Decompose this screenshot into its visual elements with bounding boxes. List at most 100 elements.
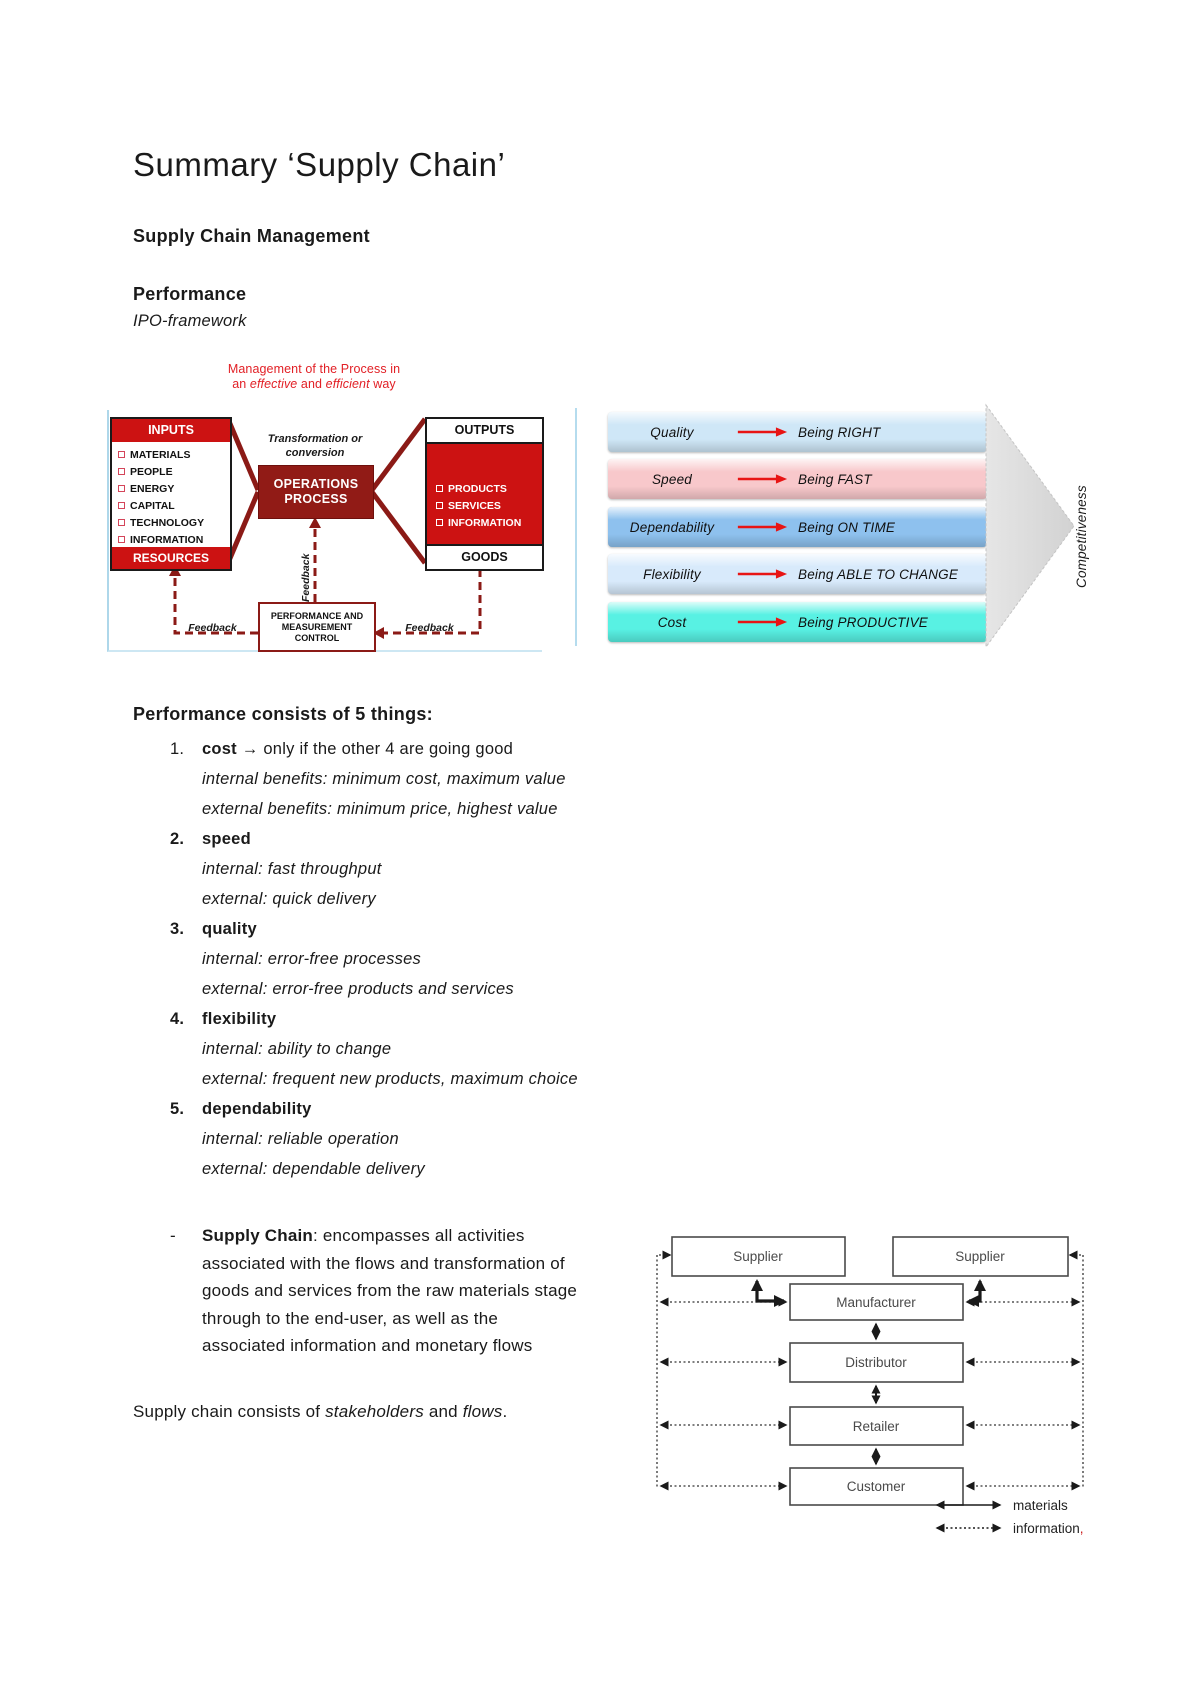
objective-label: Quality (650, 424, 694, 440)
red-arrow-icon (737, 522, 788, 532)
list-item: 1.cost → only if the other 4 are going g… (170, 740, 514, 758)
definition-term: Supply Chain (202, 1226, 314, 1245)
distributor-label: Distributor (845, 1355, 907, 1370)
input-item: INFORMATION (116, 531, 230, 548)
objective-result: Being FAST (798, 471, 872, 487)
definition-text: : encompasses all activities associated … (202, 1226, 578, 1355)
list-item-detail: internal: ability to change (202, 1040, 392, 1058)
inputs-items: MATERIALS PEOPLE ENERGY CAPITAL TECHNOLO… (112, 442, 230, 548)
objective-row: Quality Being RIGHT (608, 412, 987, 452)
red-arrow-icon (737, 474, 788, 484)
retailer-label: Retailer (853, 1419, 900, 1434)
chain-node-labels: Supplier Supplier Manufacturer Distribut… (733, 1249, 1005, 1494)
red-arrow-icon (737, 427, 788, 437)
supply-chain-diagram: Supplier Supplier Manufacturer Distribut… (656, 1236, 1084, 1536)
list-item-detail: external: frequent new products, maximum… (202, 1070, 578, 1088)
diagram-legend: materials information, (935, 1498, 1084, 1536)
goods-bar: GOODS (427, 544, 542, 569)
distributor-box (789, 1342, 964, 1383)
input-item: PEOPLE (116, 463, 230, 480)
objective-result: Being ON TIME (798, 519, 896, 535)
transformation-label: Transformation or conversion (267, 433, 363, 459)
list-item-detail: external: dependable delivery (202, 1160, 425, 1178)
supplier-box (892, 1236, 1069, 1277)
square-bullet-icon (118, 502, 125, 509)
feedback-arrows (173, 523, 482, 635)
list-item: 5.dependability (170, 1100, 312, 1118)
subsection-subheading-ipo-framework: IPO-framework (133, 312, 247, 330)
square-bullet-icon (436, 502, 443, 509)
feedback-label-left: Feedback (188, 622, 237, 634)
list-heading: Performance consists of 5 things: (133, 704, 433, 724)
performance-objectives-figure: Quality Being RIGHT Speed Being FAST Dep… (565, 356, 1125, 658)
input-item: CAPITAL (116, 497, 230, 514)
customer-label: Customer (847, 1479, 906, 1494)
objective-row: Cost Being PRODUCTIVE (608, 602, 987, 642)
objective-result: Being ABLE TO CHANGE (798, 566, 959, 582)
list-item-detail: external: quick delivery (202, 890, 376, 908)
input-item: TECHNOLOGY (116, 514, 230, 531)
red-arrow-icon (737, 617, 788, 627)
competitiveness-arrow (985, 403, 1075, 649)
manufacturer-label: Manufacturer (836, 1295, 916, 1310)
list-item: 4.flexibility (170, 1010, 277, 1028)
output-item: PRODUCTS (434, 480, 542, 497)
objective-label: Cost (657, 614, 687, 630)
objective-label: Flexibility (643, 566, 701, 582)
input-item: MATERIALS (116, 446, 230, 463)
list-item-detail: internal benefits: minimum cost, maximum… (202, 770, 566, 788)
bullet-dash: - (170, 1226, 176, 1245)
objective-label: Speed (651, 471, 693, 487)
performance-list-section: Performance consists of 5 things: 1.cost… (133, 704, 753, 1184)
square-bullet-icon (118, 519, 125, 526)
document-title: Summary ‘Supply Chain’ (133, 146, 506, 183)
supplier-label: Supplier (955, 1249, 1005, 1264)
objective-row: Speed Being FAST (608, 459, 987, 499)
legend-information-label: information, (1013, 1521, 1084, 1536)
outputs-box: OUTPUTS PRODUCTS SERVICES INFORMATION GO… (425, 417, 544, 571)
list-item-detail: internal: fast throughput (202, 860, 382, 878)
output-item: INFORMATION (434, 514, 542, 531)
list-item: 2.speed (170, 830, 251, 848)
objective-result: Being PRODUCTIVE (798, 614, 928, 630)
subsection-heading-performance: Performance (133, 284, 247, 304)
square-bullet-icon (118, 468, 125, 475)
slide-edge-line (575, 408, 577, 646)
outputs-items: PRODUCTS SERVICES INFORMATION (427, 444, 542, 531)
feedback-label-center: Feedback (300, 553, 312, 602)
ipo-arrows-layer (169, 417, 482, 639)
objective-row: Dependability Being ON TIME (608, 507, 987, 547)
material-flow-arrows (751, 1279, 986, 1466)
funnel-shape (225, 417, 428, 565)
outputs-header: OUTPUTS (427, 419, 542, 444)
manufacturer-box (789, 1283, 964, 1321)
inputs-header: INPUTS (112, 419, 230, 442)
feedback-label-right: Feedback (405, 622, 454, 634)
supplier-box (671, 1236, 846, 1277)
ipo-framework-figure: Management of the Process in an effectiv… (100, 356, 547, 658)
customer-box (789, 1467, 964, 1506)
objective-row: Flexibility Being ABLE TO CHANGE (608, 554, 987, 594)
list-item: 3.quality (170, 920, 257, 938)
square-bullet-icon (118, 536, 125, 543)
supply-chain-footer-line: Supply chain consists of stakeholders an… (133, 1402, 508, 1421)
inputs-box: INPUTS MATERIALS PEOPLE ENERGY CAPITAL T… (110, 417, 232, 571)
objective-result: Being RIGHT (798, 424, 881, 440)
list-item-detail: internal: reliable operation (202, 1130, 399, 1148)
list-item-detail: internal: error-free processes (202, 950, 422, 968)
square-bullet-icon (436, 519, 443, 526)
square-bullet-icon (118, 451, 125, 458)
supply-chain-definition: - Supply Chain: encompasses all activiti… (133, 1222, 580, 1360)
red-arrow-icon (737, 569, 788, 579)
square-bullet-icon (436, 485, 443, 492)
caption-line1: Management of the Process in (227, 362, 401, 376)
list-item-detail: external benefits: minimum price, highes… (202, 800, 558, 818)
retailer-box (789, 1406, 964, 1446)
legend-materials-label: materials (1013, 1498, 1068, 1513)
performance-list: 1.cost → only if the other 4 are going g… (133, 734, 753, 1184)
objective-label: Dependability (629, 519, 715, 535)
performance-measurement-control-box: PERFORMANCE AND MEASUREMENT CONTROL (258, 602, 376, 652)
output-item: SERVICES (434, 497, 542, 514)
figure-caption: Management of the Process in an effectiv… (227, 362, 401, 391)
